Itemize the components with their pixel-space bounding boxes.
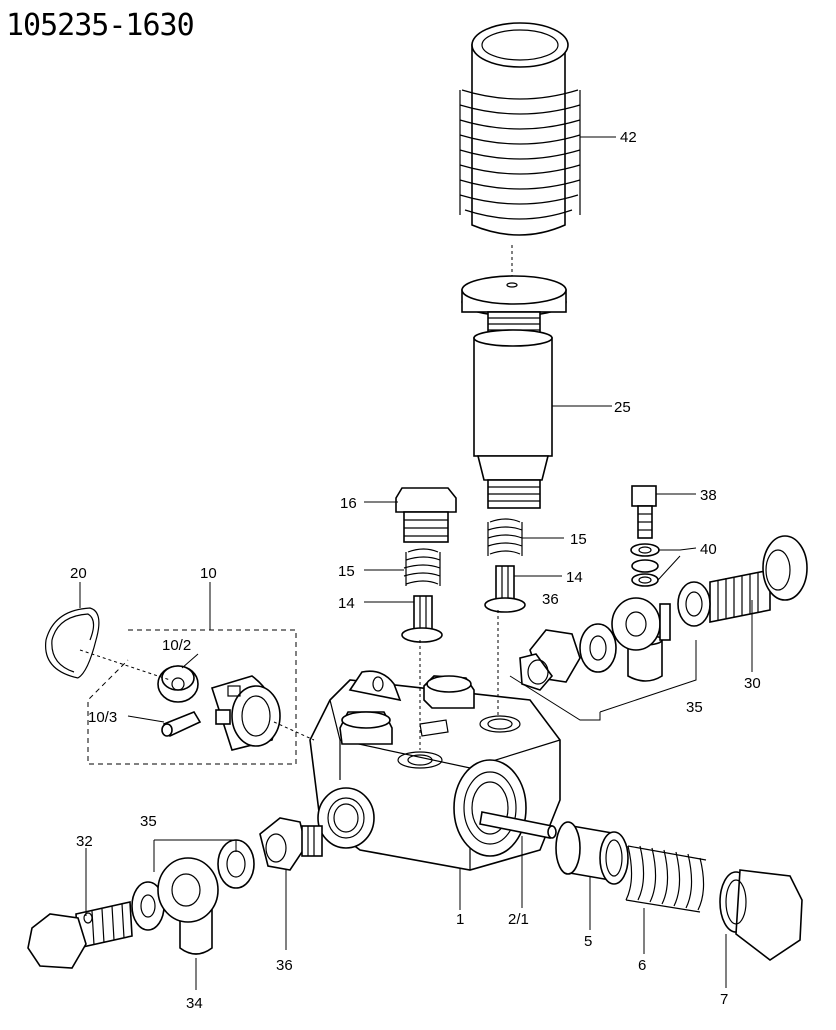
part-14-valve-left	[401, 595, 443, 643]
part-10-2-cup	[157, 665, 199, 703]
callout-10-3: 10/3	[88, 709, 117, 726]
part-5-sleeve	[555, 821, 629, 885]
part-42-bellows-cap	[459, 22, 581, 236]
part-38-bolt	[631, 485, 657, 539]
callout-35-lower: 35	[140, 813, 157, 830]
callout-10: 10	[200, 565, 217, 582]
callout-30: 30	[744, 675, 761, 692]
callout-14-right: 14	[566, 569, 583, 586]
part-35-washer-upper	[579, 623, 617, 673]
callout-1: 1	[456, 911, 464, 928]
part-30-hollow-screw	[677, 535, 808, 627]
callout-7: 7	[720, 991, 728, 1008]
callout-36-lower: 36	[276, 957, 293, 974]
part-36-nipple-lower	[259, 817, 323, 871]
callout-15-right: 15	[570, 531, 587, 548]
callout-2-1: 2/1	[508, 911, 529, 928]
part-20-circlip	[45, 607, 100, 679]
part-34-banjo	[157, 857, 219, 955]
part-6-spring	[625, 845, 707, 913]
part-36-nut-upper	[519, 629, 581, 691]
callout-5: 5	[584, 933, 592, 950]
part-10-3-pin	[161, 711, 202, 738]
callout-38: 38	[700, 487, 717, 504]
part-15-spring-left	[403, 548, 441, 586]
callout-14-left: 14	[338, 595, 355, 612]
part-number-title: 105235-1630	[6, 8, 195, 43]
callout-35-upper: 35	[686, 699, 703, 716]
part-16-plug-screw	[395, 487, 457, 543]
callout-32: 32	[76, 833, 93, 850]
part-10-valve-body	[210, 675, 281, 751]
callout-42: 42	[620, 129, 637, 146]
callout-20: 20	[70, 565, 87, 582]
callout-16: 16	[340, 495, 357, 512]
part-40-washers	[630, 543, 660, 587]
part-2-1-rod	[479, 811, 557, 839]
part-32-banjo-bolt	[27, 901, 133, 969]
part-15-spring-right	[487, 518, 523, 556]
callout-40: 40	[700, 541, 717, 558]
callout-36-upper: 36	[542, 591, 559, 608]
callout-10-2: 10/2	[162, 637, 191, 654]
part-25-hand-pump	[461, 275, 567, 509]
banjo-fitting-right	[611, 597, 671, 682]
callout-34: 34	[186, 995, 203, 1012]
callout-15-left: 15	[338, 563, 355, 580]
part-35-washer-lower	[131, 839, 255, 931]
part-14-valve-right	[484, 565, 526, 613]
callout-25: 25	[614, 399, 631, 416]
part-10-group-box	[87, 629, 297, 765]
part-7-plug	[719, 869, 803, 961]
callout-6: 6	[638, 957, 646, 974]
